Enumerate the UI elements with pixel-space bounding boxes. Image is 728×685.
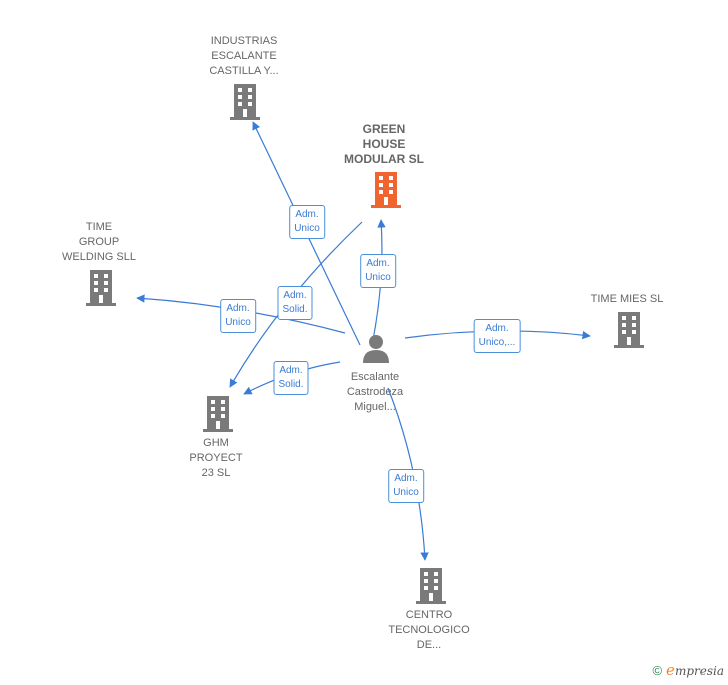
- edge-badge-time-group[interactable]: Adm. Unico: [220, 299, 256, 333]
- brand-logo-text: mpresia: [674, 664, 724, 678]
- edge-badge-green-house-solid[interactable]: Adm. Solid.: [277, 286, 313, 320]
- node-label-green-house[interactable]: GREEN HOUSE MODULAR SL: [344, 122, 424, 166]
- brand-logo-e: e: [666, 661, 675, 679]
- edge-badge-time-mies[interactable]: Adm. Unico,...: [473, 319, 521, 353]
- node-label-ghm[interactable]: GHM PROYECT 23 SL: [189, 437, 243, 479]
- node-label-industrias[interactable]: INDUSTRIAS ESCALANTE CASTILLA Y...: [209, 35, 279, 77]
- node-label-time-group[interactable]: TIME GROUP WELDING SLL: [62, 221, 136, 263]
- node-label-centro[interactable]: CENTRO TECNOLOGICO DE...: [388, 609, 470, 651]
- brand-footer: ©empresia: [652, 661, 724, 679]
- person-icon[interactable]: [361, 333, 391, 363]
- building-icon[interactable]: [86, 270, 116, 306]
- building-icon-main[interactable]: [370, 172, 402, 208]
- building-icon[interactable]: [614, 312, 644, 348]
- building-icon[interactable]: [203, 396, 233, 432]
- edge-badge-industrias[interactable]: Adm. Unico: [289, 205, 325, 239]
- building-icon[interactable]: [230, 84, 260, 120]
- center-person-label[interactable]: Escalante Castrodeza Miguel...: [346, 371, 404, 413]
- edge-badge-centro[interactable]: Adm. Unico: [388, 469, 424, 503]
- building-icon[interactable]: [416, 568, 446, 604]
- copyright-icon: ©: [652, 663, 663, 678]
- edge-badge-ghm[interactable]: Adm. Solid.: [273, 361, 309, 395]
- edge-badge-green-house-unico[interactable]: Adm. Unico: [360, 254, 396, 288]
- node-label-time-mies[interactable]: TIME MIES SL: [590, 293, 664, 305]
